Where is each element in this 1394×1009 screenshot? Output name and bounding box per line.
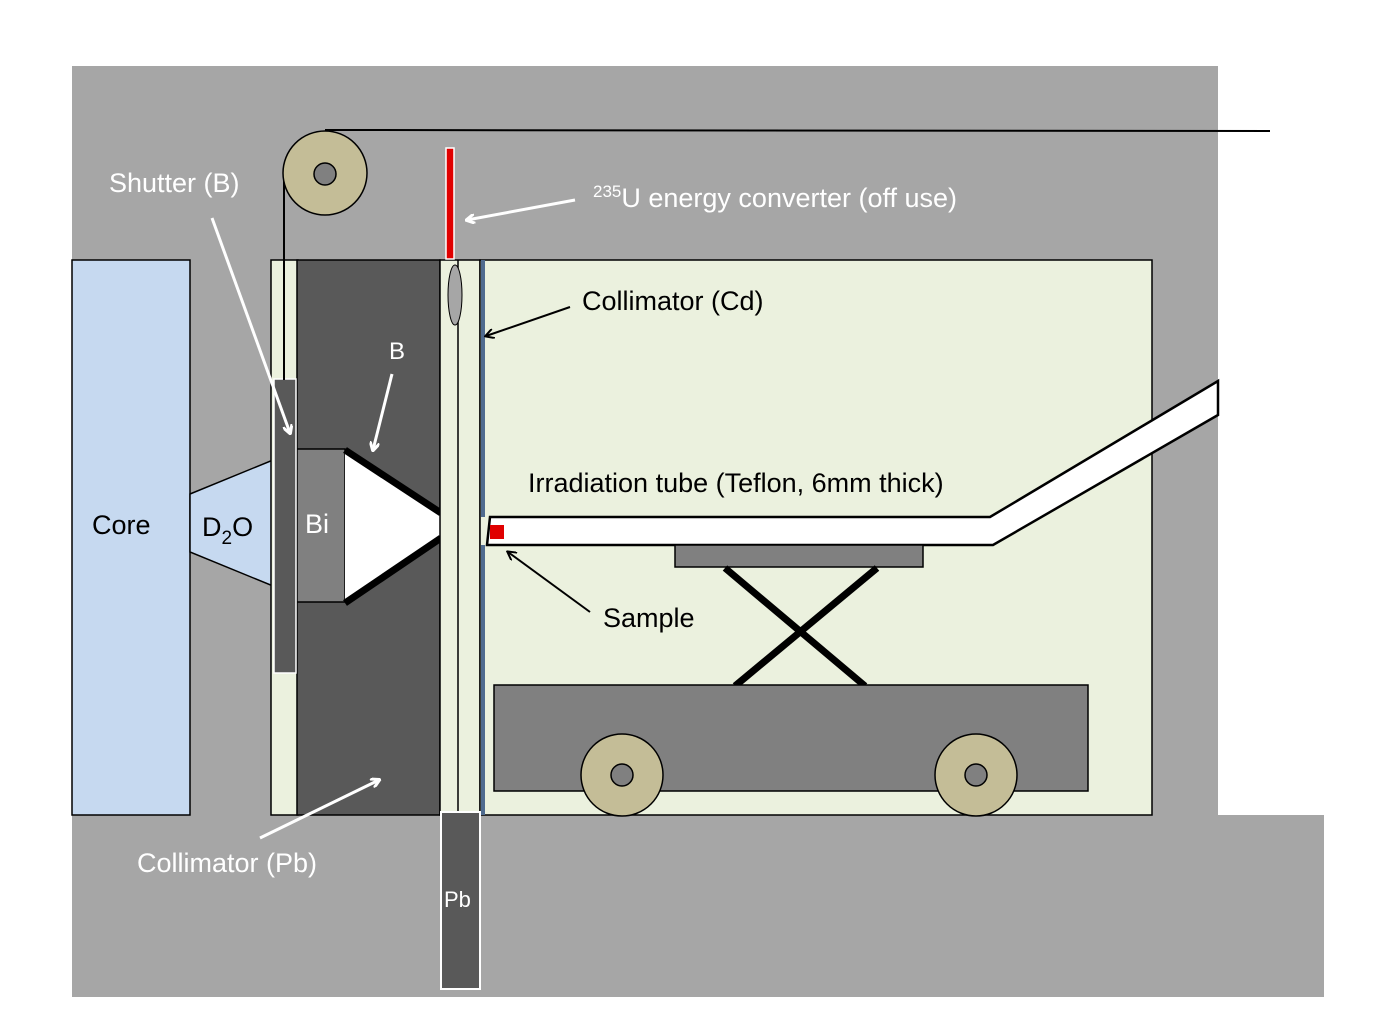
label-d2o-sub: 2 (222, 528, 233, 549)
lift-platform (674, 544, 924, 568)
u235-converter (445, 147, 455, 260)
pulley-hub (313, 162, 337, 186)
cart-wheel-right-hub (964, 763, 988, 787)
cable-horizontal (324, 129, 1271, 132)
label-collimator-pb: Collimator (Pb) (137, 848, 317, 878)
label-irradiation-tube: Irradiation tube (Teflon, 6mm thick) (528, 468, 944, 498)
reactor-core (71, 259, 191, 816)
b-liner-top (343, 447, 443, 516)
label-collimator-cd: Collimator (Cd) (582, 286, 764, 316)
label-shutter: Shutter (B) (109, 168, 240, 198)
b-arrow (373, 373, 394, 450)
b-liner-bottom (343, 535, 443, 606)
label-core: Core (92, 510, 151, 540)
scissor-arm-1 (722, 565, 868, 689)
label-sample: Sample (603, 603, 695, 633)
shutter-arrow (210, 217, 290, 433)
pb-plug (440, 811, 481, 990)
label-bi: Bi (305, 509, 329, 539)
cart-wheel-left-hub (610, 763, 634, 787)
label-pb: Pb (444, 887, 471, 912)
sample-arrow (508, 552, 591, 613)
irradiation-tube (485, 378, 1220, 547)
collimator-pb-arrow (259, 780, 379, 840)
label-d2o: D2O (202, 512, 253, 549)
label-d2o-main: D (202, 512, 222, 542)
converter-arrow (467, 198, 576, 220)
converter-holder (447, 264, 463, 326)
label-converter-text: U energy converter (off use) (621, 183, 957, 213)
label-b: B (389, 338, 405, 365)
bi-filter (296, 448, 346, 603)
shielding-floor (72, 815, 1324, 997)
collimator-cone (345, 450, 441, 603)
converter-slot (439, 259, 481, 816)
collimator-cd-arrow (486, 306, 571, 336)
label-d2o-tail: O (232, 512, 253, 542)
label-converter-sup: 235 (593, 182, 621, 201)
sample (490, 525, 504, 539)
scissor-arm-2 (732, 565, 880, 689)
label-converter: 235U energy converter (off use) (593, 182, 957, 213)
